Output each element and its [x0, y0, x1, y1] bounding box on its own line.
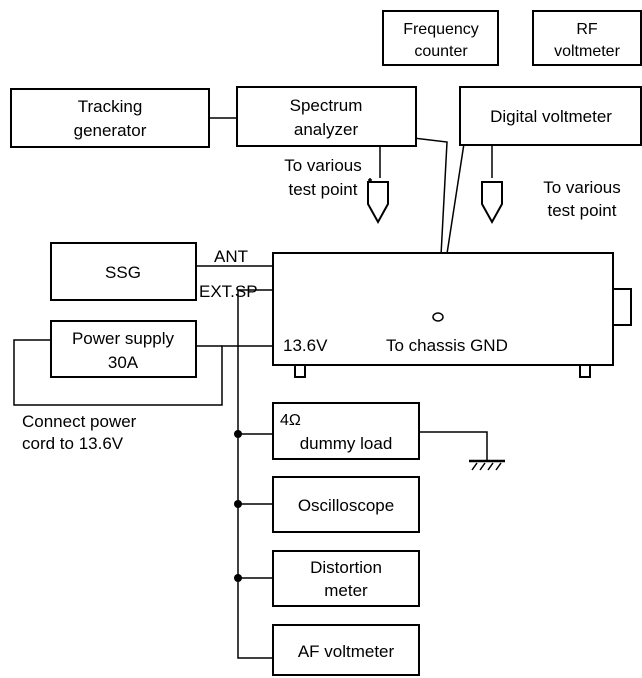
- digital-voltmeter-box: Digital voltmeter: [459, 86, 642, 146]
- ssg-box: SSG: [50, 242, 197, 301]
- rf-voltmeter-label: voltmeter: [554, 43, 620, 60]
- distortion-meter-box: Distortion meter: [272, 550, 420, 607]
- probe-icon: [481, 181, 503, 225]
- wire-extsp-bus: [237, 289, 273, 659]
- rf-voltmeter-box: RF voltmeter: [532, 10, 642, 66]
- transceiver-body: [272, 252, 614, 366]
- spectrum-analyzer-label: Spectrum: [290, 96, 363, 115]
- transceiver-foot: [579, 364, 591, 378]
- ssg-label: SSG: [105, 263, 141, 282]
- wire-power-cord: [13, 339, 273, 406]
- tracking-generator-label: Tracking: [78, 97, 143, 116]
- probe-left-label: test point: [289, 180, 358, 199]
- junction-dot: [234, 574, 242, 582]
- voltage-label: 13.6V: [283, 336, 328, 355]
- wire-dummy-ground: [419, 431, 488, 460]
- chassis-gnd-label: To chassis GND: [386, 336, 508, 355]
- probe-icon: [367, 178, 389, 225]
- distortion-meter-label: meter: [324, 581, 368, 600]
- dummy-load-label: 4Ω: [280, 412, 301, 429]
- dummy-load-label: dummy load: [300, 434, 393, 453]
- dummy-load-box: 4Ω dummy load: [272, 402, 420, 460]
- spectrum-analyzer-label: analyzer: [294, 120, 359, 139]
- probe-right-label: test point: [548, 201, 617, 220]
- distortion-meter-label: Distortion: [310, 558, 382, 577]
- transceiver-unit: [272, 252, 632, 378]
- frequency-counter-box: Frequency counter: [382, 10, 499, 66]
- transceiver-knob: [612, 288, 632, 326]
- power-note-label: Connect power: [22, 412, 137, 431]
- transceiver-foot: [294, 364, 306, 378]
- junction-dot: [234, 500, 242, 508]
- spectrum-analyzer-box: Spectrum analyzer: [236, 86, 417, 147]
- power-note-label: cord to 13.6V: [22, 434, 124, 453]
- rf-voltmeter-label: RF: [576, 21, 598, 38]
- power-supply-box: Power supply 30A: [50, 320, 197, 378]
- frequency-counter-label: Frequency: [403, 21, 479, 38]
- tracking-generator-box: Tracking generator: [10, 88, 210, 148]
- oscilloscope-label: Oscilloscope: [298, 496, 394, 515]
- power-supply-label: Power supply: [72, 329, 175, 348]
- digital-voltmeter-label: Digital voltmeter: [490, 107, 612, 126]
- tracking-generator-label: generator: [74, 121, 147, 140]
- ground-icon: [469, 459, 505, 471]
- junction-dot: [234, 430, 242, 438]
- chassis-gnd-terminal: [432, 312, 444, 322]
- probe-left-label: To various: [284, 156, 361, 175]
- oscilloscope-box: Oscilloscope: [272, 476, 420, 533]
- ant-label: ANT: [214, 247, 248, 266]
- probe-right-label: To various: [543, 178, 620, 197]
- ext-sp-label: EXT.SP: [199, 282, 258, 301]
- wires: [13, 117, 493, 659]
- af-voltmeter-label: AF voltmeter: [298, 642, 395, 661]
- power-supply-label: 30A: [108, 353, 139, 372]
- frequency-counter-label: counter: [414, 43, 468, 60]
- af-voltmeter-box: AF voltmeter: [272, 624, 420, 676]
